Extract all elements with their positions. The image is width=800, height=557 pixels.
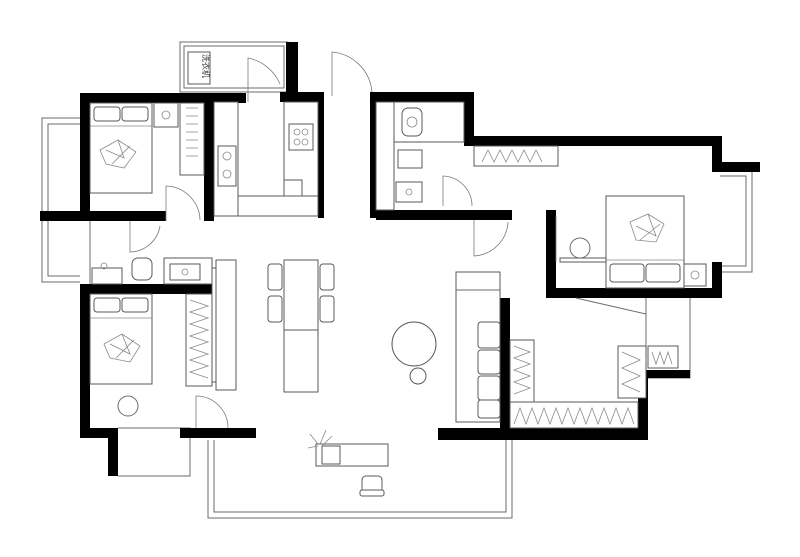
bathroom-left [89,221,213,285]
laundry-label: 洗衣机 [201,54,211,78]
kitchen [213,101,319,217]
walls [40,42,760,476]
bathroom-top [375,101,465,211]
bedroom-lower-left [89,293,213,417]
laundry-area: 洗衣机 [187,51,211,85]
study-desk [307,429,389,497]
bedroom-top-left [89,102,205,194]
closets-right [509,297,679,429]
living-dining [211,259,501,423]
bedroom-right [473,145,707,289]
doors [129,51,557,429]
